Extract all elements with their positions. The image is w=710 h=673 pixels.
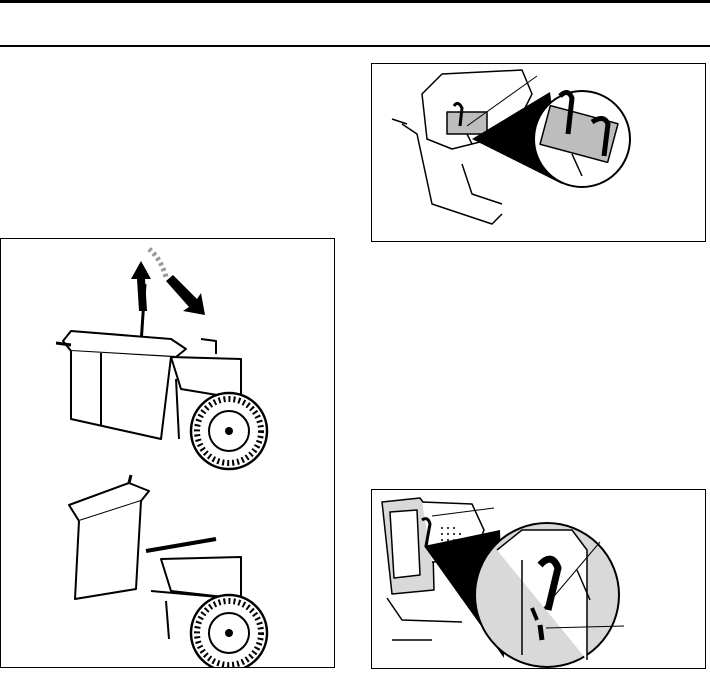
- header-rule-top: [0, 0, 710, 3]
- tractor-icon: [55, 330, 242, 440]
- arrow-up-icon: [131, 261, 151, 311]
- latch-icon: [537, 555, 562, 611]
- wheel-icon: [189, 593, 269, 667]
- hook-icon: [558, 90, 575, 135]
- hook-icon: [452, 101, 464, 127]
- door-latch-illustration: [381, 497, 625, 668]
- bagger-lift-illustration: [55, 247, 269, 667]
- header-rule-bottom: [0, 45, 710, 47]
- bag-panel-icon: [446, 111, 488, 135]
- figure-bag-hooks: [371, 63, 706, 242]
- arrow-down-right-icon: [166, 275, 205, 315]
- motion-arc-icon: [147, 247, 169, 278]
- magnifier-callout-icon: [533, 90, 631, 188]
- hook-icon: [590, 116, 611, 157]
- wheel-icon: [189, 391, 269, 471]
- figure-door-latch: [371, 489, 706, 669]
- latch-icon: [421, 517, 432, 547]
- bag-hooks-illustration: [391, 69, 631, 225]
- figure-bagger-lift: [0, 238, 335, 668]
- latch-pin-icon: [537, 624, 545, 641]
